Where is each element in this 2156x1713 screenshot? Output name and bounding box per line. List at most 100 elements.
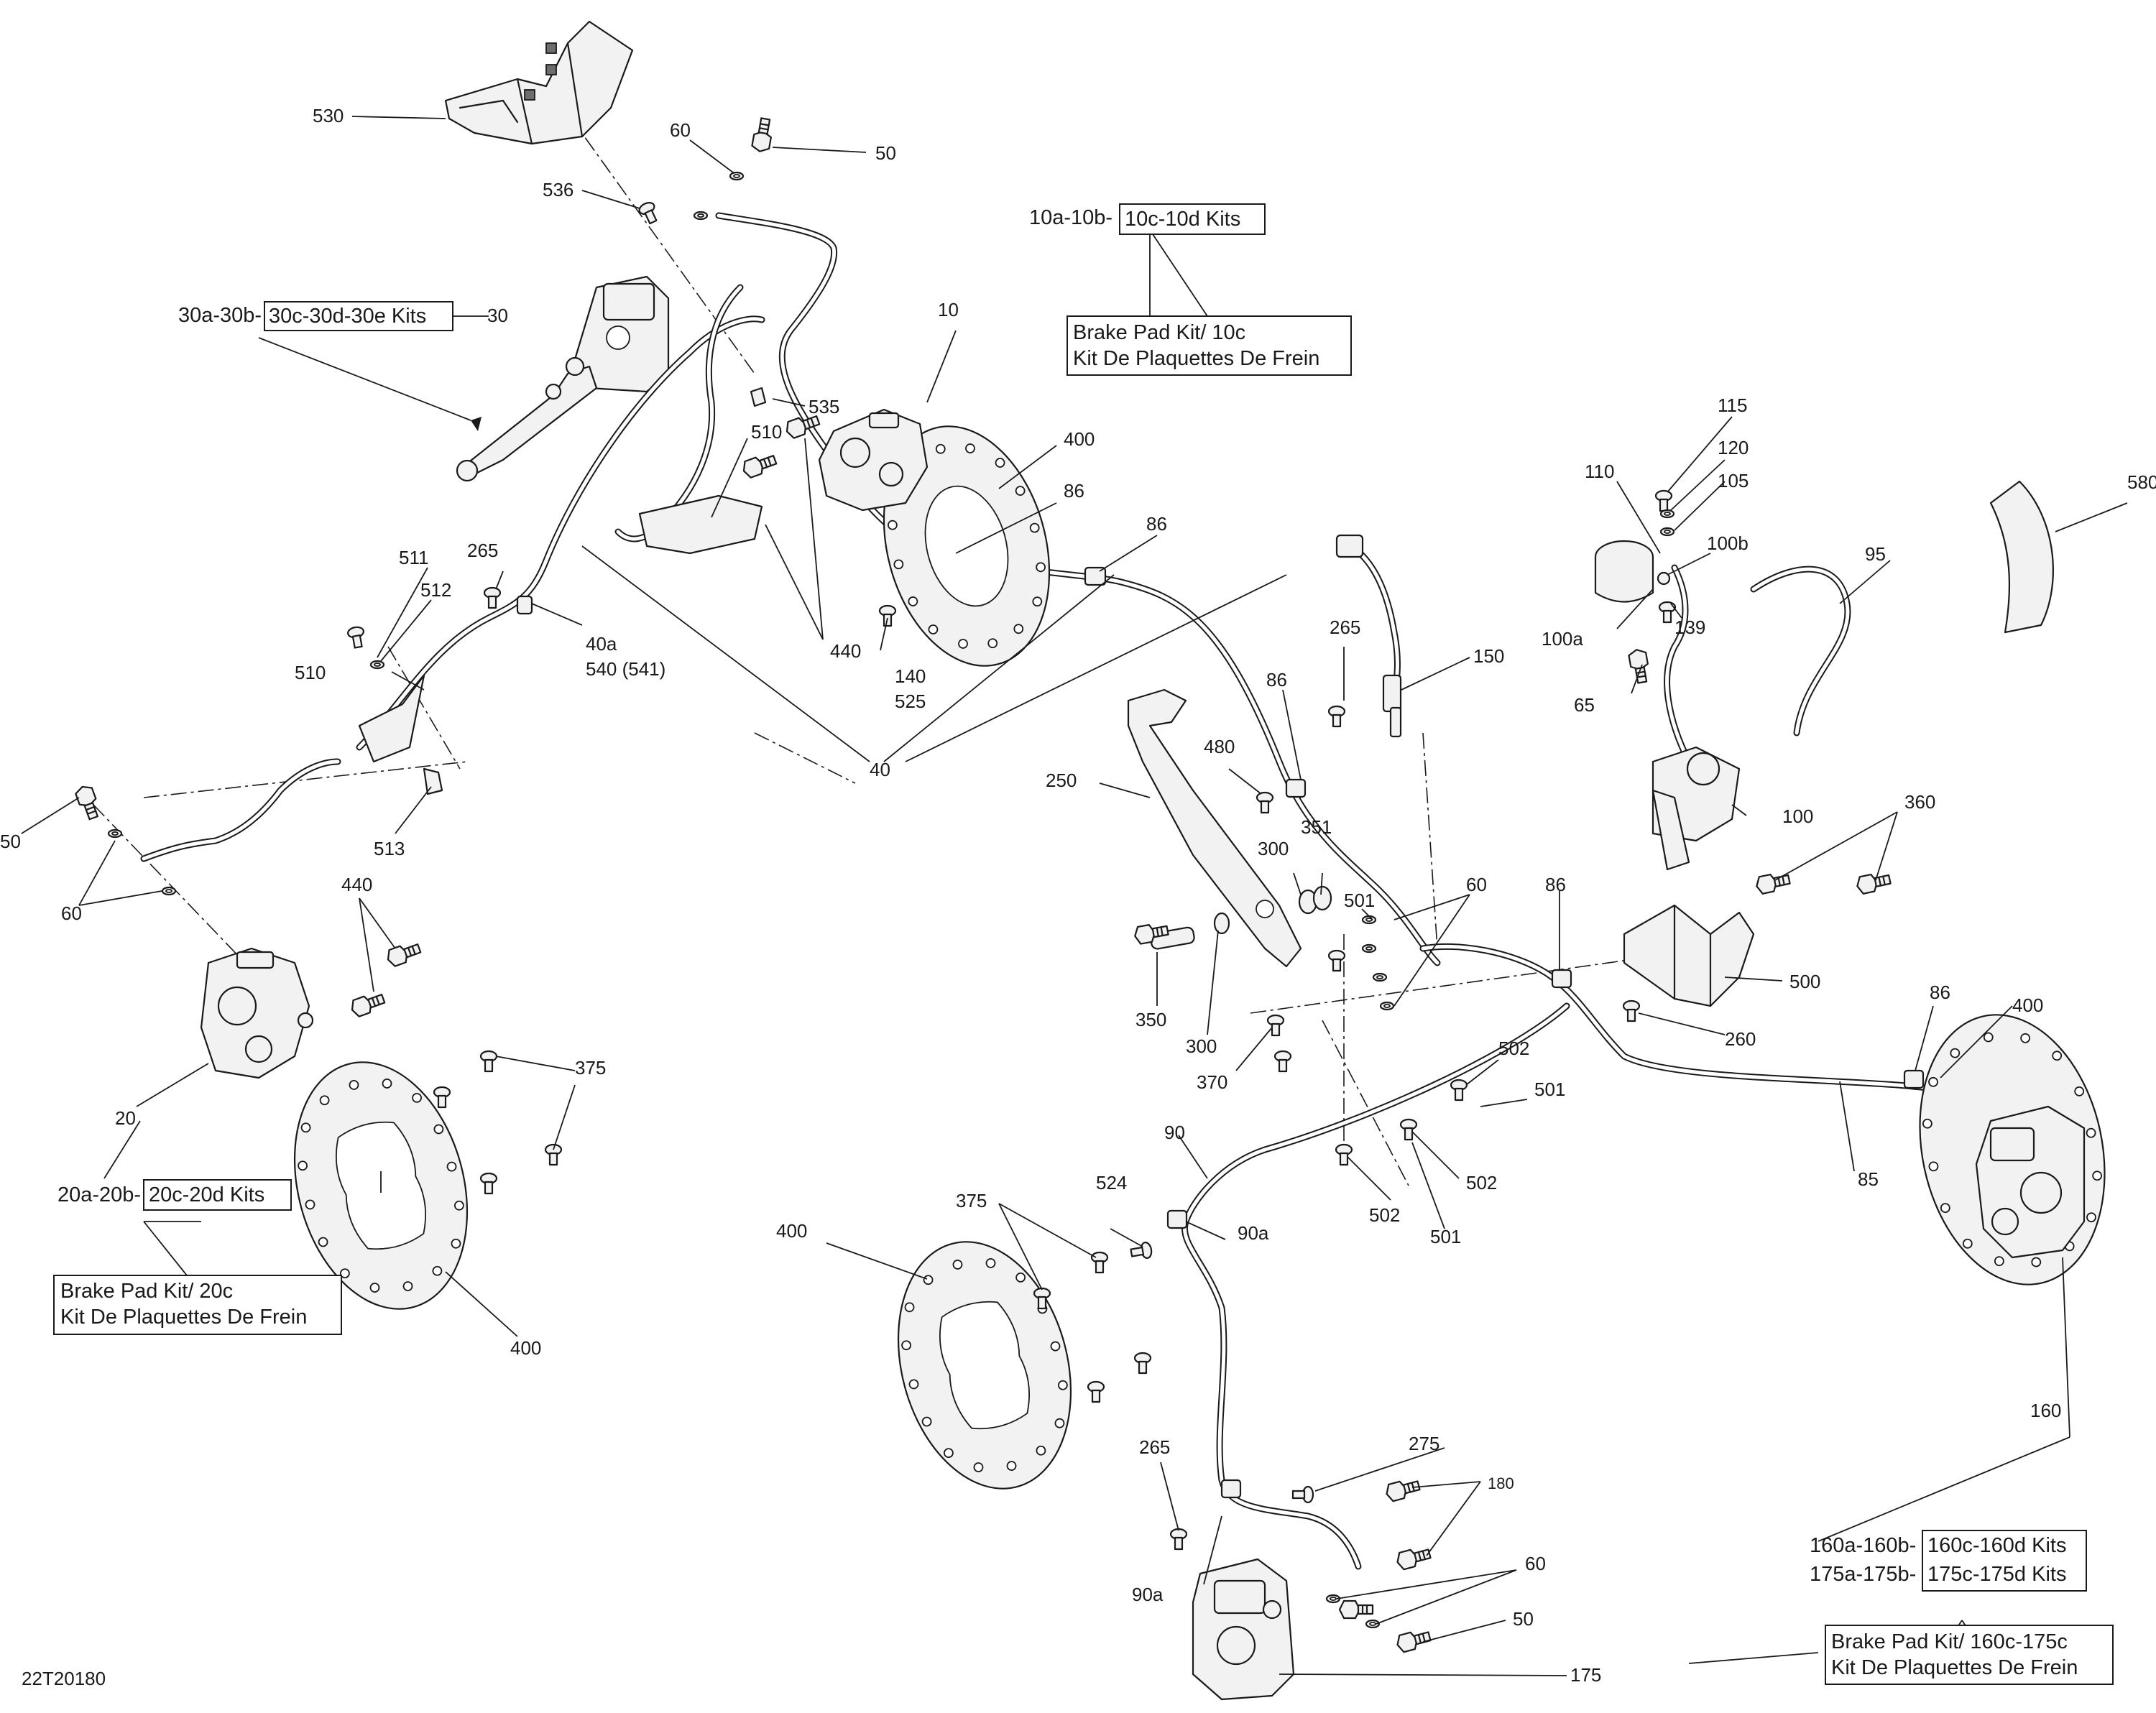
callout-580: 580: [2127, 471, 2156, 493]
callout-60-mid: 60: [1466, 874, 1487, 895]
callout-20: 20: [115, 1107, 136, 1129]
kit-160-pad-line2: Kit De Plaquettes De Frein: [1831, 1656, 2078, 1679]
sensor-150: [1335, 534, 1402, 738]
callout-510-top: 510: [751, 421, 782, 443]
callout-40a: 40a: [586, 633, 617, 655]
kit-20-prefix: 20a-20b-: [57, 1183, 141, 1206]
callout-300-b: 300: [1186, 1035, 1217, 1057]
callout-65: 65: [1574, 694, 1595, 716]
kit-20-boxed: 20c-20d Kits: [149, 1183, 264, 1206]
kit-30: 30a-30b- 30c-30d-30e Kits: [178, 301, 453, 331]
callout-90a-top: 90a: [1238, 1222, 1269, 1244]
callout-540: 540 (541): [586, 658, 665, 680]
callout-525: 525: [895, 691, 926, 712]
callout-95: 95: [1865, 543, 1886, 565]
callout-502-c: 502: [1369, 1204, 1400, 1226]
callout-85: 85: [1858, 1168, 1879, 1190]
callout-86-a: 86: [1064, 480, 1084, 502]
callout-labels: 530 536 60 50 30 535 510 10 400 86 86 44…: [0, 105, 2156, 1689]
kit-160-boxed: 160c-160d Kits: [1927, 1534, 2066, 1557]
callout-50-left: 50: [0, 831, 21, 852]
kit-30-prefix: 30a-30b-: [178, 304, 262, 327]
callout-502-a: 502: [1498, 1038, 1529, 1059]
kit-160-prefix: 160a-160b-: [1810, 1534, 1916, 1557]
callout-105: 105: [1718, 470, 1749, 491]
callout-60-top: 60: [670, 119, 691, 141]
rear-master-cylinder-100: [1594, 540, 1741, 871]
kit-10-prefix: 10a-10b-: [1029, 206, 1112, 229]
callout-40: 40: [870, 759, 890, 780]
callout-139: 139: [1674, 617, 1705, 638]
callout-90: 90: [1164, 1122, 1185, 1143]
callout-400-left: 400: [510, 1337, 541, 1359]
kit-10-boxed: 10c-10d Kits: [1125, 208, 1240, 231]
callout-510-left: 510: [295, 662, 326, 683]
callout-530: 530: [313, 105, 344, 126]
kit-10-pad-line1: Brake Pad Kit/ 10c: [1073, 321, 1245, 344]
callout-10: 10: [938, 299, 959, 320]
callout-115: 115: [1718, 394, 1747, 416]
callout-501-a: 501: [1344, 890, 1375, 911]
callout-350: 350: [1135, 1009, 1166, 1030]
callout-86-d: 86: [1545, 874, 1566, 895]
brake-caliper-rear-left-175: [1192, 1558, 1295, 1701]
callout-110: 110: [1585, 461, 1614, 482]
callout-260: 260: [1725, 1028, 1756, 1050]
callout-60-left: 60: [61, 902, 82, 924]
callout-440-top: 440: [830, 640, 861, 662]
callout-513: 513: [374, 838, 405, 859]
callout-375-left: 375: [575, 1057, 606, 1079]
callout-50-bottom: 50: [1513, 1608, 1534, 1630]
callout-360: 360: [1904, 791, 1935, 813]
callout-370: 370: [1197, 1071, 1227, 1093]
kit-20: 20a-20b- 20c-20d Kits Brake Pad Kit/ 20c…: [53, 1179, 342, 1335]
callout-90a-bottom: 90a: [1132, 1584, 1164, 1605]
kit-175-boxed: 175c-175d Kits: [1927, 1563, 2066, 1586]
callout-400-mid: 400: [776, 1220, 807, 1242]
callout-400-rear-right: 400: [2012, 994, 2043, 1016]
callout-100b: 100b: [1707, 532, 1749, 554]
protective-sleeve-580: [1989, 480, 2054, 634]
callout-375-mid: 375: [956, 1190, 987, 1211]
callout-60-bottom: 60: [1525, 1553, 1546, 1574]
callout-180: 180: [1488, 1474, 1514, 1492]
callout-400-front-right: 400: [1064, 428, 1095, 450]
kit-175-prefix: 175a-175b-: [1810, 1563, 1916, 1586]
callout-250: 250: [1046, 770, 1077, 791]
brake-hoses: [140, 212, 2001, 1570]
callout-100: 100: [1782, 805, 1813, 827]
brake-caliper-front-right-10: [818, 408, 929, 512]
callout-511: 511: [399, 547, 428, 568]
callout-30: 30: [487, 305, 508, 326]
callout-275: 275: [1409, 1433, 1439, 1454]
callout-440-left: 440: [341, 874, 372, 895]
callout-535: 535: [808, 396, 839, 417]
callout-86-c: 86: [1266, 669, 1287, 691]
callout-175: 175: [1570, 1664, 1601, 1686]
callout-50-top: 50: [875, 142, 896, 164]
bracket-500: [1623, 904, 1755, 1007]
callout-265-top: 265: [467, 540, 498, 561]
kit-30-boxed: 30c-30d-30e Kits: [269, 305, 426, 328]
callout-501-c: 501: [1430, 1226, 1461, 1247]
callout-502-b: 502: [1466, 1172, 1497, 1193]
callout-536: 536: [543, 179, 573, 200]
callout-512: 512: [420, 579, 451, 601]
kit-20-pad-line2: Kit De Plaquettes De Frein: [60, 1306, 307, 1329]
brake-caliper-rear-right-160: [1975, 1105, 2086, 1259]
callout-86-e: 86: [1930, 982, 1950, 1003]
callout-480: 480: [1204, 736, 1235, 757]
callout-160: 160: [2030, 1400, 2061, 1421]
kit-160-175: 160a-160b- 175a-175b- 160c-160d Kits 175…: [1810, 1530, 2114, 1685]
brake-disc-mid-400: [897, 1241, 1072, 1490]
callout-351: 351: [1301, 816, 1332, 838]
kit-10-pad-line2: Kit De Plaquettes De Frein: [1073, 347, 1319, 370]
diagram-id: 22T20180: [22, 1668, 106, 1689]
assembly-axes: [93, 93, 1711, 1186]
callout-265-bottom: 265: [1139, 1436, 1170, 1458]
callout-120: 120: [1718, 437, 1749, 458]
callout-100a: 100a: [1542, 628, 1583, 650]
callout-265-mid: 265: [1330, 617, 1360, 638]
leader-lines: [21, 116, 2128, 1676]
